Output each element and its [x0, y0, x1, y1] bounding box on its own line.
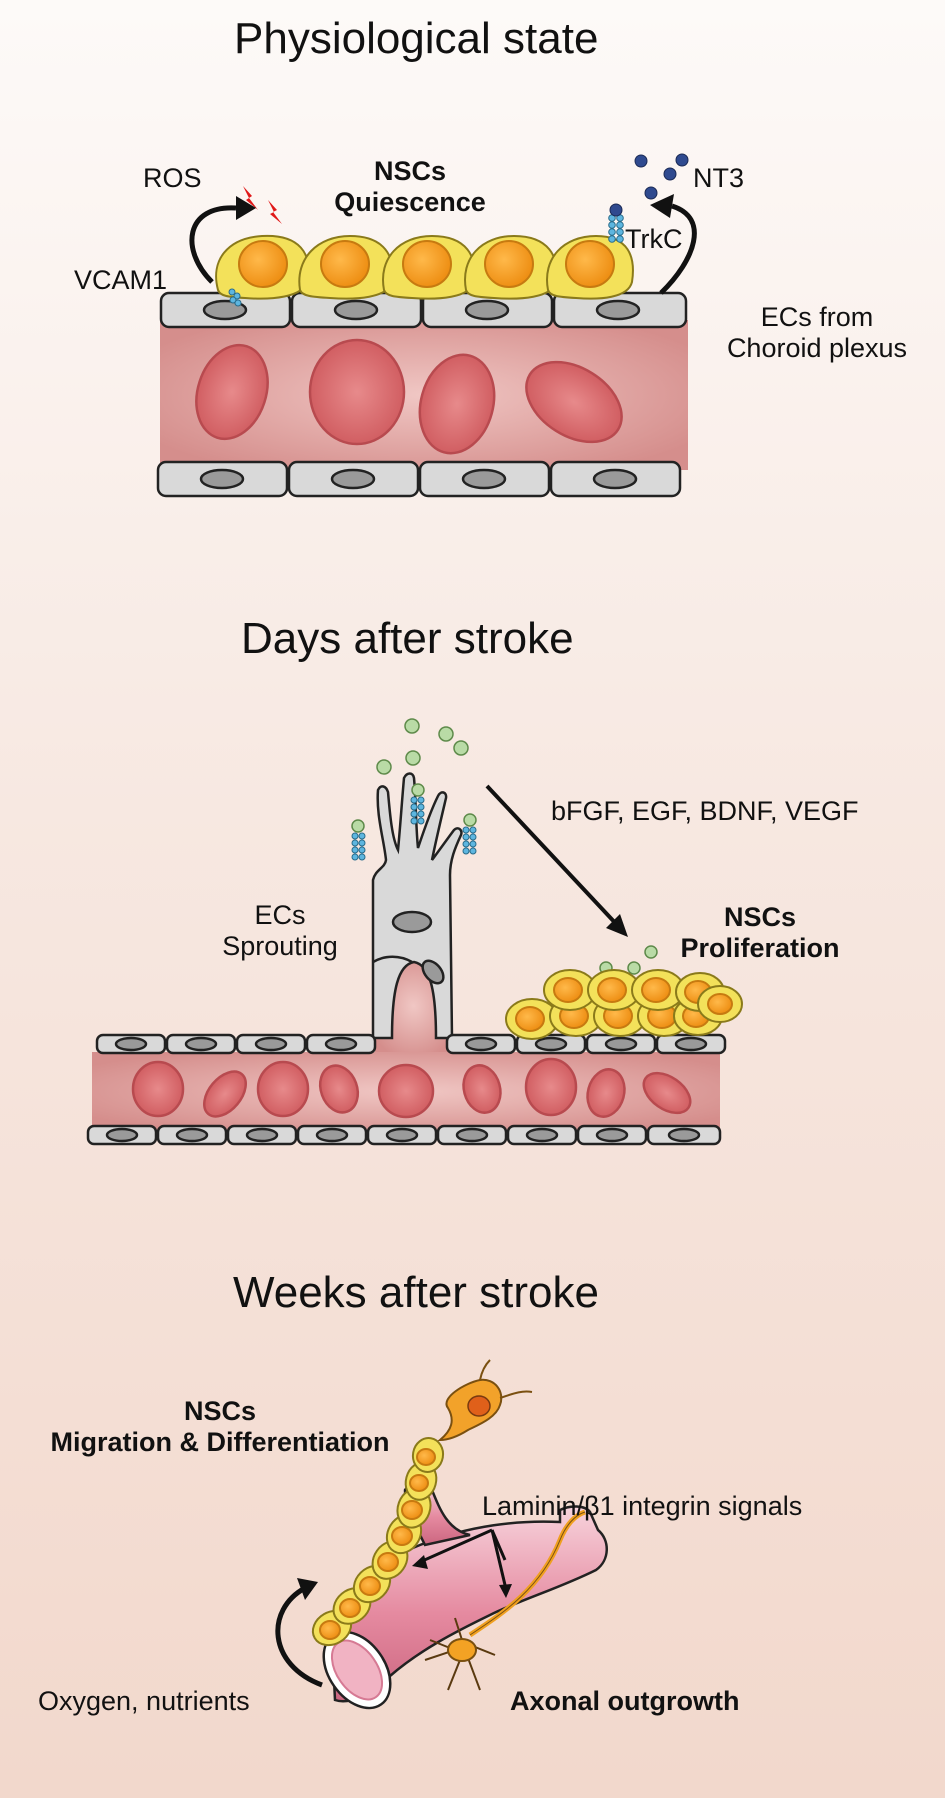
nscs-label-1: NSCs: [373, 156, 447, 186]
tip-cell-receptors: [351, 796, 477, 861]
ros-label: ROS: [143, 163, 202, 193]
vcam1-receptor: [228, 288, 242, 307]
axonal-outgrowth-label: Axonal outgrowth: [510, 1686, 740, 1716]
days-top-endothelial: [95, 1033, 727, 1055]
nt3-label: NT3: [693, 163, 745, 193]
neuron: [424, 1509, 586, 1691]
ecs-from-label: ECs from: [760, 302, 874, 332]
laminin-arrowhead-down: [499, 1584, 512, 1598]
laminin-arrowhead-left: [412, 1555, 428, 1569]
panel-title-physiological: Physiological state: [234, 14, 599, 63]
vcam1-label: VCAM1: [74, 265, 168, 295]
proliferating-nscs: [505, 969, 743, 1040]
nscs-proliferation-label: NSCs Proliferation: [660, 902, 860, 964]
nscs-migration-label: NSCs Migration & Differentiation: [10, 1396, 430, 1458]
days-red-blood-cells: [131, 1057, 692, 1119]
proliferation-label: Proliferation: [680, 933, 840, 964]
red-blood-cells: [195, 338, 623, 455]
quiescent-nscs: [215, 234, 634, 300]
ecs-choroid-label: ECs from Choroid plexus: [702, 302, 932, 364]
panel-title-days: Days after stroke: [241, 614, 574, 663]
migration-differentiation-label: Migration & Differentiation: [50, 1427, 390, 1458]
tip-cell: [371, 772, 463, 1040]
migrating-nsc-chain: [311, 1437, 445, 1647]
top-endothelial-layer: [159, 291, 688, 329]
oxygen-curved-arrow: [275, 1578, 323, 1688]
days-vessel: [86, 772, 727, 1146]
quiescence-label: Quiescence: [334, 187, 486, 218]
nscs-label-2: NSCs: [723, 902, 797, 932]
differentiating-cell: [437, 1359, 533, 1442]
days-bottom-endothelial: [86, 1124, 722, 1146]
sprouting-label: Sprouting: [222, 931, 338, 962]
bottom-endothelial-layer: [156, 460, 682, 498]
oxygen-nutrients-label: Oxygen, nutrients: [38, 1686, 250, 1716]
panel-title-weeks: Weeks after stroke: [233, 1268, 599, 1317]
ecs-sprouting-label: ECs Sprouting: [200, 900, 360, 962]
growth-factor-arrow: [485, 784, 628, 937]
laminin-arrows: [419, 1528, 507, 1586]
nt3-curved-arrow: [650, 194, 697, 295]
trkc-receptor: [608, 214, 624, 243]
choroid-plexus-label: Choroid plexus: [726, 333, 908, 364]
trkc-label: TrkC: [625, 224, 683, 254]
physiological-vessel: [156, 291, 688, 498]
nscs-quiescence-label: NSCs Quiescence: [330, 156, 490, 218]
laminin-label: Laminin/β1 integrin signals: [482, 1491, 803, 1521]
ros-curved-arrow: [189, 196, 256, 284]
nscs-label-3: NSCs: [183, 1396, 257, 1426]
growth-factors-label: bFGF, EGF, BDNF, VEGF: [551, 796, 859, 826]
nt3-ligands: [609, 153, 689, 217]
ros-marks: [243, 186, 282, 224]
ecs-label: ECs: [254, 900, 306, 930]
